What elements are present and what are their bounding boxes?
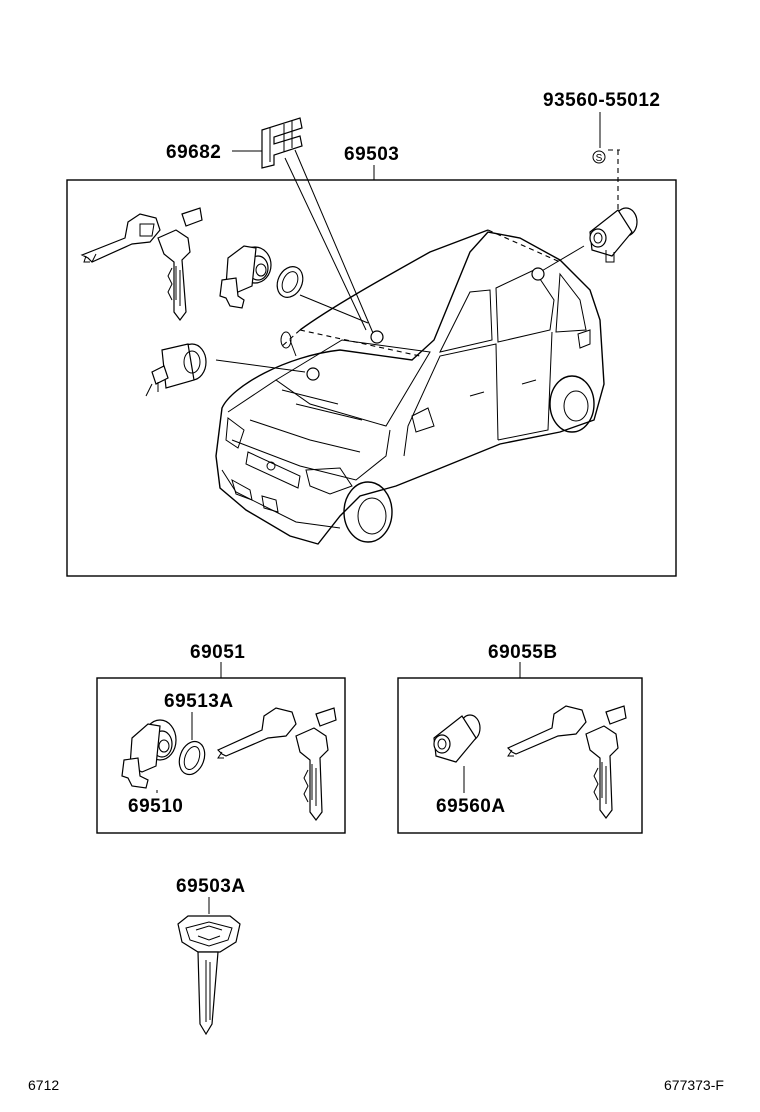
- label-69051: 69051: [190, 642, 245, 663]
- door-cylinder-69510: [121, 719, 177, 789]
- label-69682: 69682: [166, 142, 221, 163]
- label-69513A: 69513A: [164, 691, 234, 712]
- label-69560A: 69560A: [436, 796, 506, 817]
- footer-left-code: 6712: [28, 1077, 59, 1093]
- door-cylinder-top: [219, 245, 272, 309]
- kit-69503-frame: [66, 179, 677, 577]
- lock-cylinder-69560A: [433, 714, 481, 763]
- label-69503A: 69503A: [176, 876, 246, 897]
- back-door-lock: [589, 207, 638, 263]
- key-pair-69055B: [506, 705, 627, 819]
- ring-top: [276, 266, 304, 298]
- ring-69513A: [178, 740, 206, 776]
- kit-69055B-frame: [397, 677, 643, 834]
- footer-right-code: 677373-F: [664, 1077, 724, 1093]
- label-69510: 69510: [128, 796, 183, 817]
- ignition-cylinder: [145, 343, 207, 397]
- car-illustration: [215, 229, 605, 545]
- svg-text:S: S: [596, 153, 603, 164]
- label-69503: 69503: [344, 144, 399, 165]
- callout-dot-ignition: [306, 367, 320, 381]
- clip-part: [261, 117, 303, 169]
- label-69055B: 69055B: [488, 642, 558, 663]
- key-pair-top: [80, 207, 203, 321]
- key-pair-69051: [216, 707, 337, 821]
- callout-dot-clip: [370, 330, 384, 344]
- blank-key-69503A: [177, 915, 241, 1036]
- label-93560-55012: 93560-55012: [543, 90, 661, 111]
- screw-symbol: S: [592, 149, 620, 215]
- callout-dot-backdoor: [531, 267, 545, 281]
- kit-69051-frame: [96, 677, 346, 834]
